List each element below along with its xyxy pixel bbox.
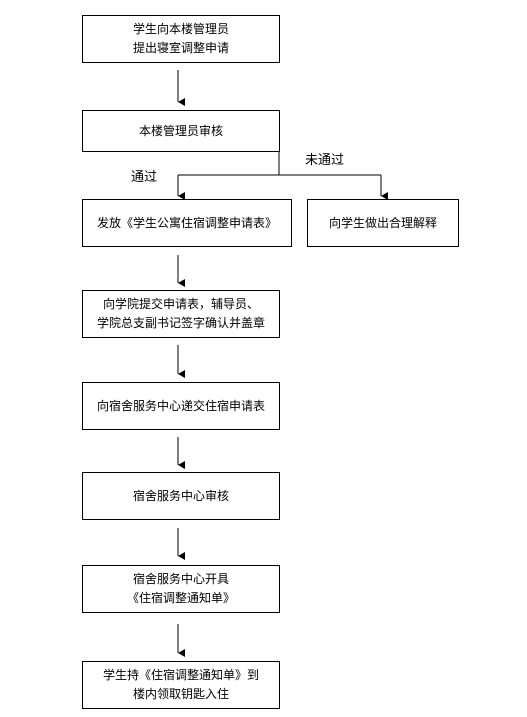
- step-issue-notice-line2: 《住宿调整通知单》: [126, 591, 235, 605]
- step-issue-form-text: 发放《学生公寓住宿调整申请表》: [96, 215, 277, 230]
- step-submit-request-line2: 提出寝室调整申请: [132, 41, 229, 55]
- branch-pass-label: 通过: [131, 170, 158, 185]
- step-collect-keys-line2: 楼内领取钥匙入住: [132, 687, 229, 701]
- step-service-center-review-text: 宿舍服务中心审核: [132, 488, 229, 503]
- step-college-approval-line2: 学院总支副书记签字确认并盖章: [96, 316, 265, 330]
- branch-fail-label: 未通过: [305, 153, 345, 168]
- step-submit-to-service-center: 向宿舍服务中心递交住宿申请表: [82, 382, 280, 430]
- step-issue-notice: 宿舍服务中心开具 《住宿调整通知单》: [82, 565, 280, 613]
- step-submit-request: 学生向本楼管理员 提出寝室调整申请: [82, 15, 280, 63]
- step-college-approval: 向学院提交申请表，辅导员、 学院总支副书记签字确认并盖章: [82, 290, 280, 338]
- step-manager-review: 本楼管理员审核: [82, 110, 280, 152]
- step-manager-review-text: 本楼管理员审核: [138, 123, 223, 138]
- step-collect-keys: 学生持《住宿调整通知单》到 楼内领取钥匙入住: [82, 661, 280, 709]
- step-submit-request-line1: 学生向本楼管理员: [132, 22, 229, 36]
- step-college-approval-line1: 向学院提交申请表，辅导员、: [102, 297, 259, 311]
- step-submit-to-service-center-text: 向宿舍服务中心递交住宿申请表: [96, 398, 265, 413]
- step-issue-form: 发放《学生公寓住宿调整申请表》: [82, 199, 292, 247]
- step-explain-to-student-text: 向学生做出合理解释: [328, 215, 437, 230]
- step-collect-keys-line1: 学生持《住宿调整通知单》到: [102, 668, 259, 682]
- step-service-center-review: 宿舍服务中心审核: [82, 472, 280, 520]
- step-explain-to-student: 向学生做出合理解释: [307, 199, 459, 247]
- step-issue-notice-line1: 宿舍服务中心开具: [132, 572, 229, 586]
